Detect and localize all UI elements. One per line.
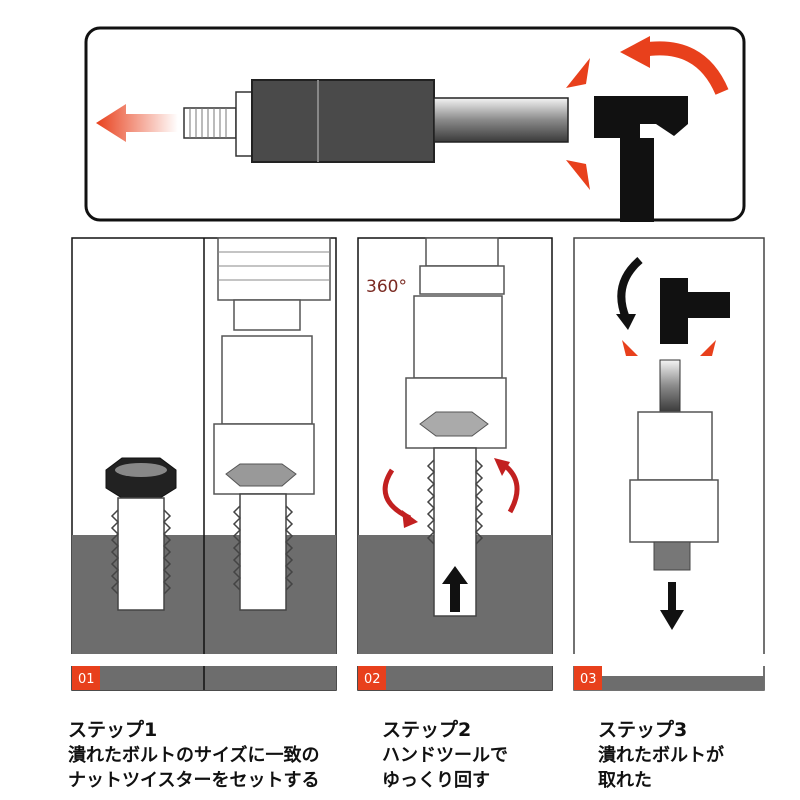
step-number-1: 01 xyxy=(78,672,95,687)
overview-panel xyxy=(84,26,746,222)
removed-bolt xyxy=(616,256,730,630)
hammer-icon xyxy=(594,96,688,222)
rotate-arrow-icon xyxy=(382,458,520,528)
step-number-badge: 02 xyxy=(358,666,386,690)
up-arrow-icon xyxy=(442,566,468,612)
step-2-title: ステップ2 xyxy=(382,719,472,741)
socket-tool xyxy=(251,79,569,163)
step-2-line-2: ゆっくり回す xyxy=(382,770,490,791)
step-number-2: 02 xyxy=(364,672,381,687)
rotate-arrow-icon xyxy=(616,256,643,330)
hammer-icon xyxy=(660,278,730,344)
step-3-line-1: 潰れたボルトが xyxy=(598,745,724,766)
step-number-3: 03 xyxy=(580,672,597,687)
rotating-socket: 360° xyxy=(366,237,520,617)
step-number-badge: 01 xyxy=(72,666,100,690)
rotation-degree-label: 360° xyxy=(366,277,407,297)
impact-mark-icon xyxy=(622,340,716,356)
down-arrow-icon xyxy=(660,582,684,630)
pull-out-arrow-icon xyxy=(96,104,178,142)
swing-arrow-icon xyxy=(620,36,729,95)
step-3-title: ステップ3 xyxy=(598,719,688,741)
damaged-bolt xyxy=(105,457,177,611)
step-1-title: ステップ1 xyxy=(68,719,158,741)
step-3-line-2: 取れた xyxy=(598,770,652,791)
impact-mark-icon xyxy=(566,58,590,190)
label-band xyxy=(64,654,768,666)
step-2-line-1: ハンドツールで xyxy=(382,745,508,766)
step-1-line-2: ナットツイスターをセットする xyxy=(68,770,320,791)
step-number-badge: 03 xyxy=(574,666,602,690)
drill-with-socket xyxy=(213,237,331,611)
step-1-line-1: 潰れたボルトのサイズに一致の xyxy=(68,745,320,766)
